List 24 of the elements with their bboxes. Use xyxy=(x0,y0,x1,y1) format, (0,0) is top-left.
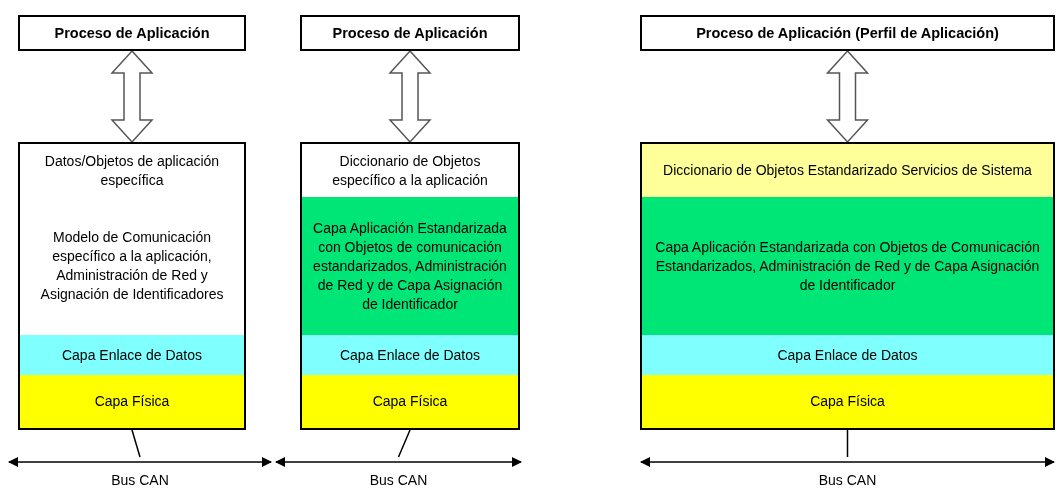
process-box: Proceso de Aplicación (Perfil de Aplicación) xyxy=(640,15,1055,51)
bus-label: Bus CAN xyxy=(369,471,428,490)
layer-box: Capa Enlace de Datos xyxy=(18,335,246,377)
layer-box: Capa Enlace de Datos xyxy=(640,335,1055,377)
double-arrow xyxy=(110,49,154,144)
connector-line xyxy=(397,429,411,458)
connector-line xyxy=(846,429,849,458)
process-box: Proceso de Aplicación xyxy=(300,15,520,51)
layer-box: Capa Enlace de Datos xyxy=(300,335,520,377)
bus-label: Bus CAN xyxy=(818,471,877,490)
layer-box: Capa Física xyxy=(640,375,1055,430)
layer-box: Capa Física xyxy=(300,375,520,430)
connector-line xyxy=(131,429,141,458)
bus-label: Bus CAN xyxy=(111,471,169,490)
layer-box: Capa Aplicación Estandarizada con Objetos de comunicación estandarizados, Administración de Red y de Capa Asignación de Identificador xyxy=(300,197,520,337)
process-box: Proceso de Aplicación xyxy=(18,15,246,51)
layer-box: Capa Aplicación Estandarizada con Objetos de Comunicación Estandarizados, Administración de Red y de Capa Asignación de Identificador xyxy=(640,197,1055,337)
layer-box: Datos/Objetos de aplicación específica xyxy=(18,142,246,199)
layer-box: Capa Física xyxy=(18,375,246,430)
double-arrow xyxy=(388,49,432,144)
layer-box: Diccionario de Objetos Estandarizado Servicios de Sistema xyxy=(640,142,1055,199)
double-arrow xyxy=(825,49,870,144)
layer-box: Modelo de Comunicación específico a la aplicación, Administración de Red y Asignación de Identificadores xyxy=(18,197,246,337)
layer-box: Diccionario de Objetos específico a la aplicación xyxy=(300,142,520,199)
